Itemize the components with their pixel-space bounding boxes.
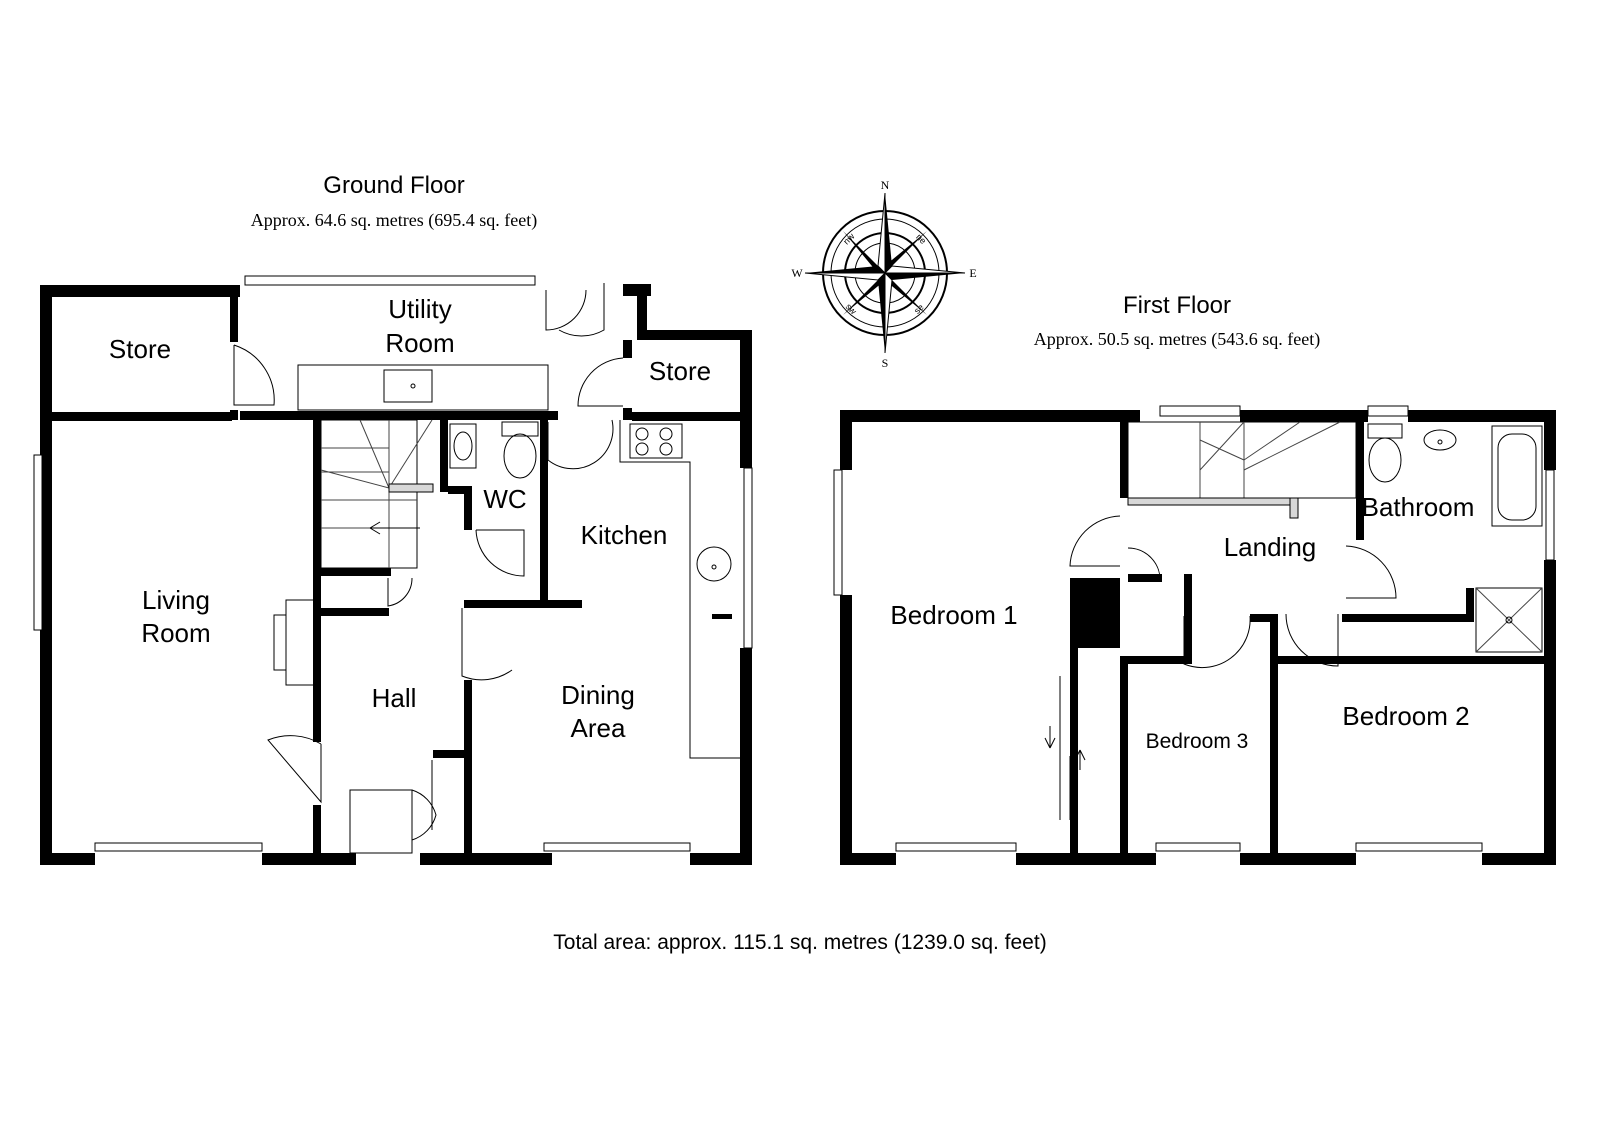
first-floor-fixtures <box>1127 421 1543 653</box>
room-label-store-left: Store <box>109 334 171 364</box>
room-label-kitchen: Kitchen <box>581 520 668 550</box>
first-floor-walls <box>840 410 1556 865</box>
ground-floor-fixtures <box>273 364 740 759</box>
compass-rose-icon: N S E W ne nw se sw <box>791 178 976 370</box>
room-label-bedroom-1: Bedroom 1 <box>890 600 1017 630</box>
ground-floor-doors <box>233 283 624 854</box>
ground-floor-room-labels: Store Utility Room Store WC Kitchen Livi… <box>109 294 711 743</box>
room-label-wc: WC <box>483 484 526 514</box>
room-label-dining: Dining <box>561 680 635 710</box>
compass-w: W <box>791 266 803 280</box>
room-label-bathroom: Bathroom <box>1362 492 1475 522</box>
room-label-living-room: Room <box>141 618 210 648</box>
ground-floor-walls <box>40 284 752 865</box>
room-label-bedroom-3: Bedroom 3 <box>1146 730 1249 753</box>
total-area: Total area: approx. 115.1 sq. metres (12… <box>553 931 1046 954</box>
first-floor-windows <box>833 405 1555 852</box>
ground-floor-title: Ground Floor <box>323 172 464 199</box>
ground-floor-windows <box>33 275 753 852</box>
room-label-store-right: Store <box>649 356 711 386</box>
room-label-dining-area: Area <box>571 713 626 743</box>
compass-n: N <box>881 178 890 192</box>
ground-floor-area: Approx. 64.6 sq. metres (695.4 sq. feet) <box>251 210 537 231</box>
room-label-landing: Landing <box>1224 532 1317 562</box>
compass-e: E <box>969 266 976 280</box>
first-floor-room-labels: Bathroom Landing Bedroom 1 Bedroom 2 Bed… <box>890 492 1474 753</box>
room-label-bedroom-2: Bedroom 2 <box>1342 701 1469 731</box>
first-floor-area: Approx. 50.5 sq. metres (543.6 sq. feet) <box>1034 329 1320 350</box>
room-label-hall: Hall <box>372 683 417 713</box>
compass-s: S <box>882 356 889 370</box>
first-floor-doors <box>1044 515 1397 820</box>
room-label-utility-room: Room <box>385 328 454 358</box>
first-floor-title: First Floor <box>1123 292 1231 319</box>
room-label-living: Living <box>142 585 210 615</box>
room-label-utility: Utility <box>388 294 452 324</box>
compass-ne: ne <box>914 232 928 246</box>
